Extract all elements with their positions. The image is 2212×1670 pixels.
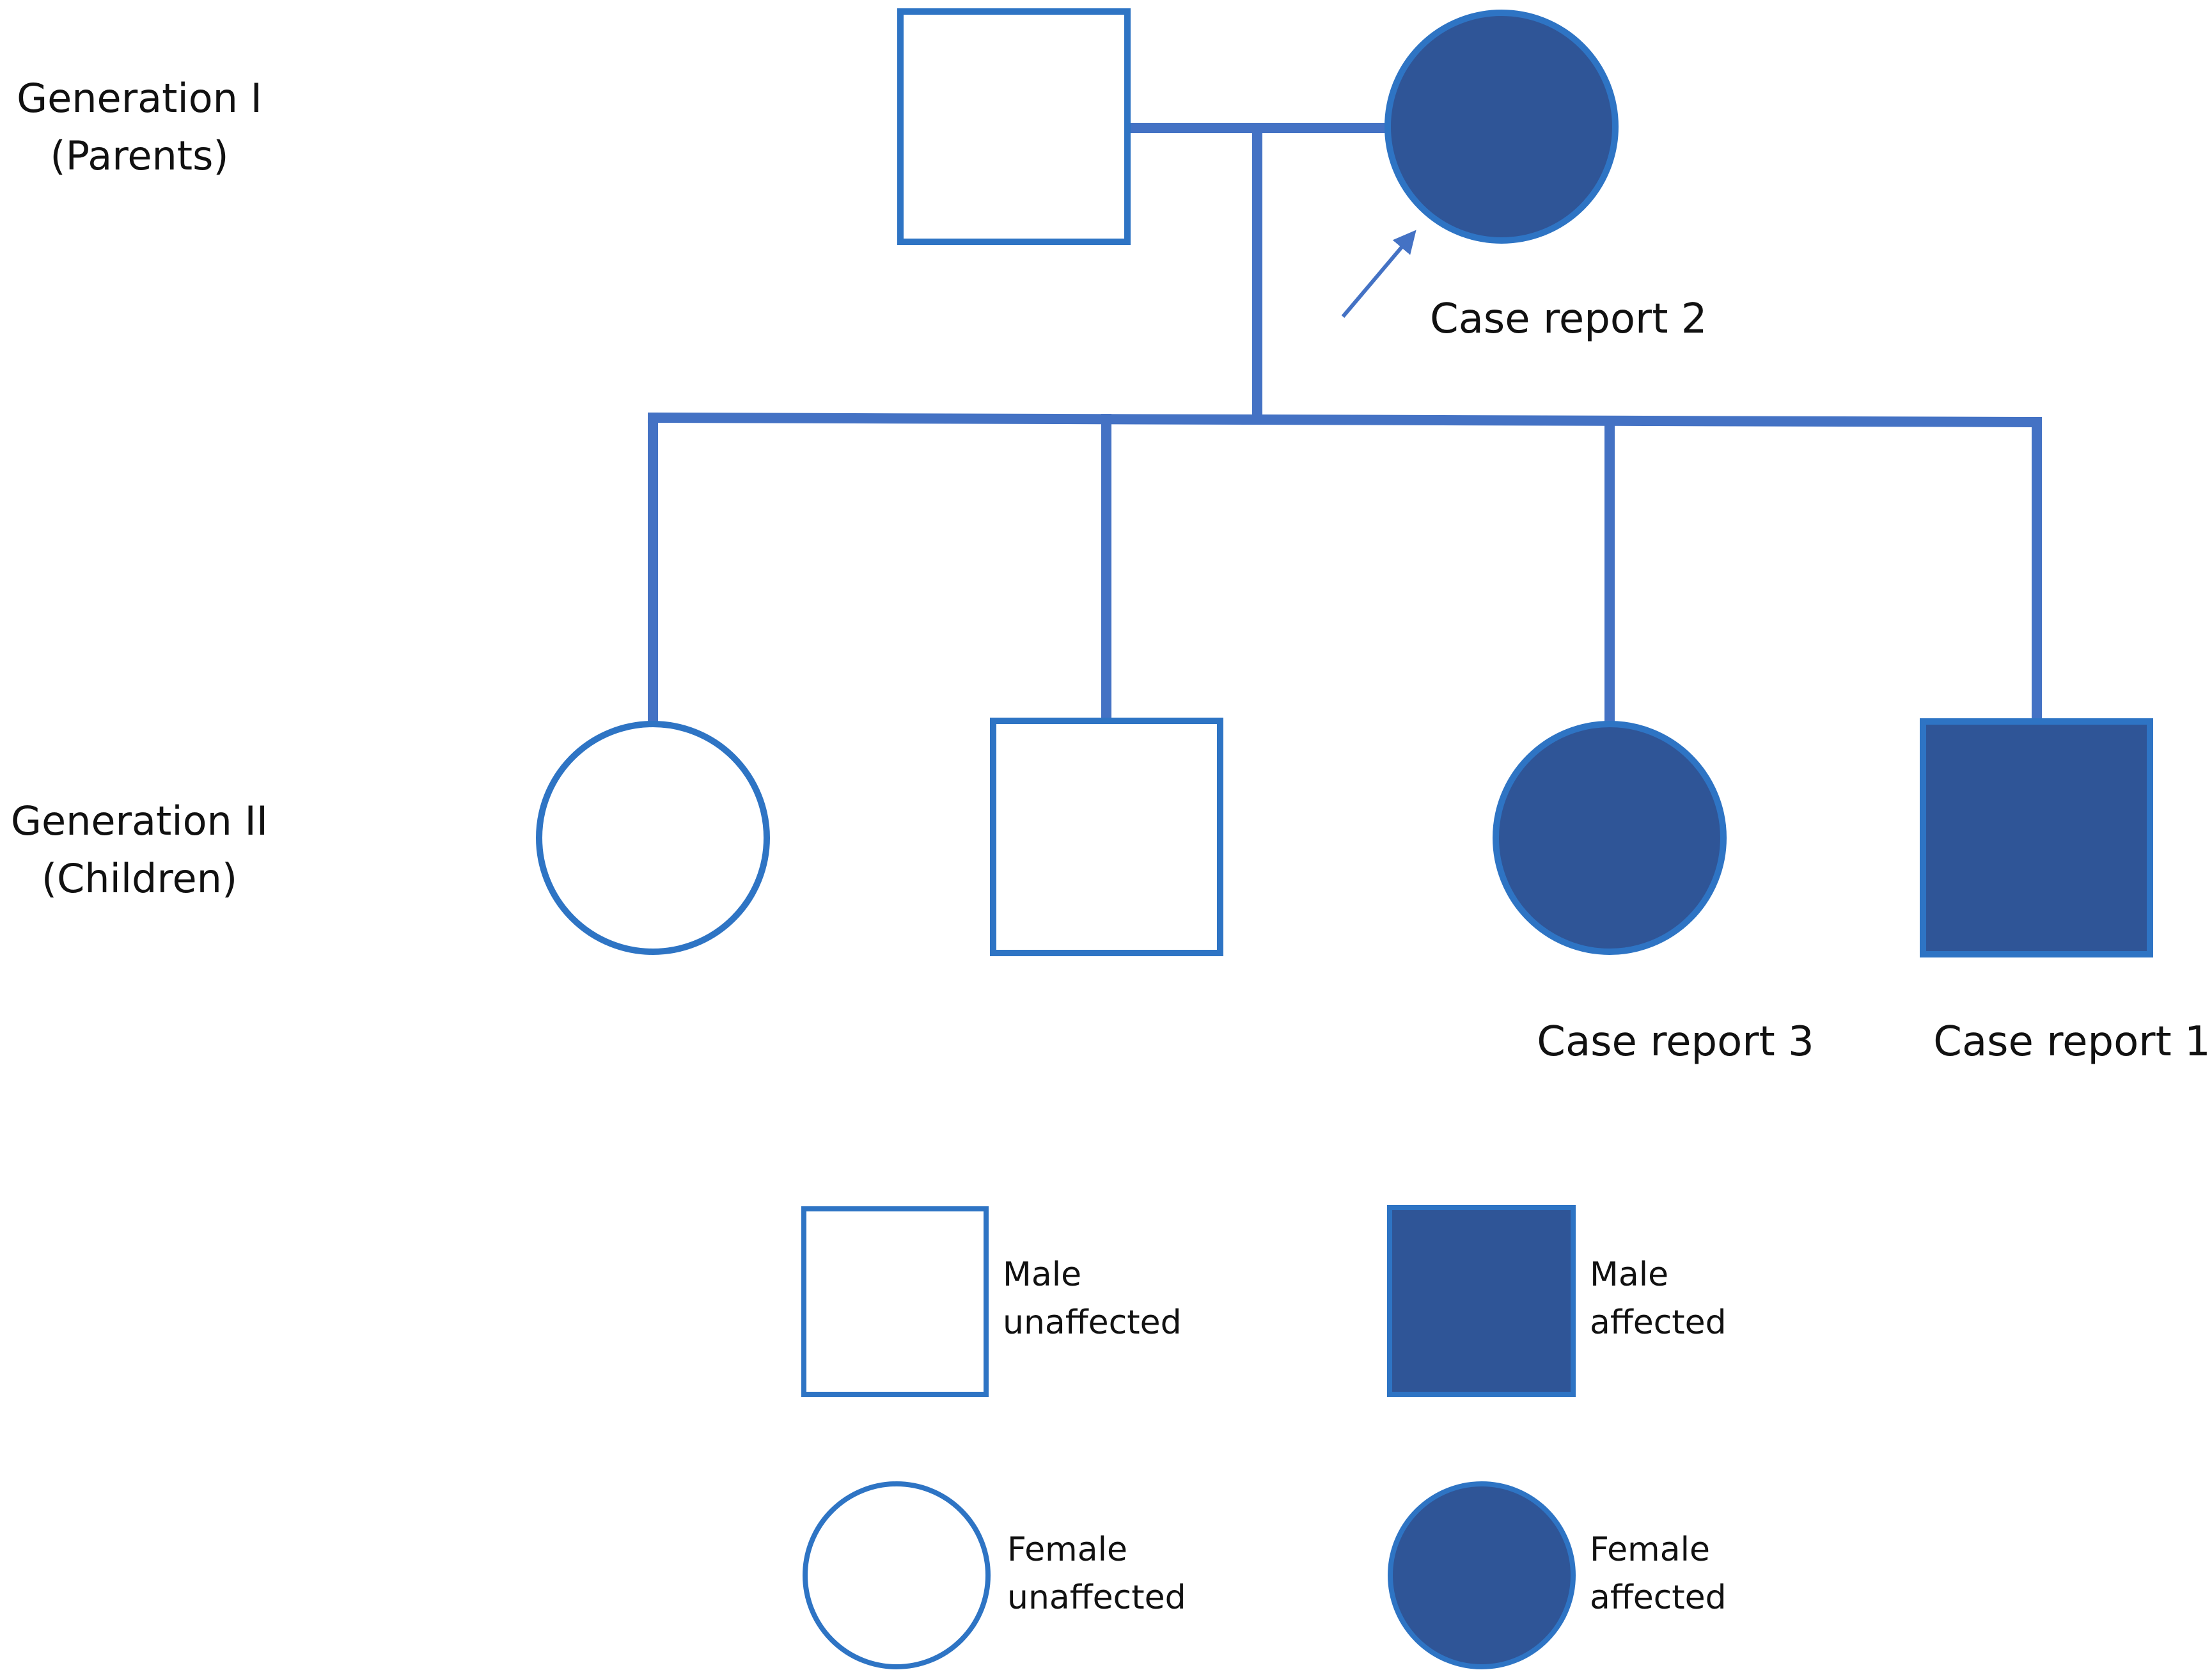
legend-male-affected-icon [1387,1205,1576,1397]
generation-1-sublabel: (Parents) [50,132,228,179]
legend-male-unaffected-label: Male [1003,1256,1081,1294]
legend-female-unaffected-sublabel: unaffected [1007,1579,1186,1617]
legend-female-affected-sublabel: affected [1590,1579,1727,1617]
child-2-male-unaffected-symbol [990,718,1223,956]
child-4-male-affected-symbol [1920,718,2153,957]
mother-female-affected-symbol [1384,10,1619,244]
case-report-3-label: Case report 3 [1537,1018,1814,1066]
legend-male-affected-label: Male [1590,1256,1668,1294]
legend: Male unaffected Male affected Female una… [801,1205,1727,1669]
proband-arrow [1341,230,1416,318]
father-male-unaffected-symbol [897,8,1131,245]
legend-female-affected-icon [1388,1481,1576,1669]
case-report-1-label: Case report 1 [1933,1018,2211,1066]
generation-2-label: Generation II [11,798,268,844]
child-3-female-affected-symbol [1493,721,1727,955]
legend-male-affected-sublabel: affected [1590,1304,1727,1342]
legend-male-unaffected-sublabel: unaffected [1003,1304,1182,1342]
generation-2-sublabel: (Children) [42,855,237,902]
child-1-female-unaffected-symbol [536,721,770,955]
case-report-2-label: Case report 2 [1430,295,1707,343]
legend-female-unaffected-icon [803,1481,991,1669]
legend-female-affected-label: Female [1590,1531,1710,1569]
sibship-line [647,412,2043,428]
generation-1-label: Generation I [17,75,262,122]
legend-male-unaffected-icon [801,1206,989,1397]
legend-female-unaffected-label: Female [1007,1531,1127,1569]
